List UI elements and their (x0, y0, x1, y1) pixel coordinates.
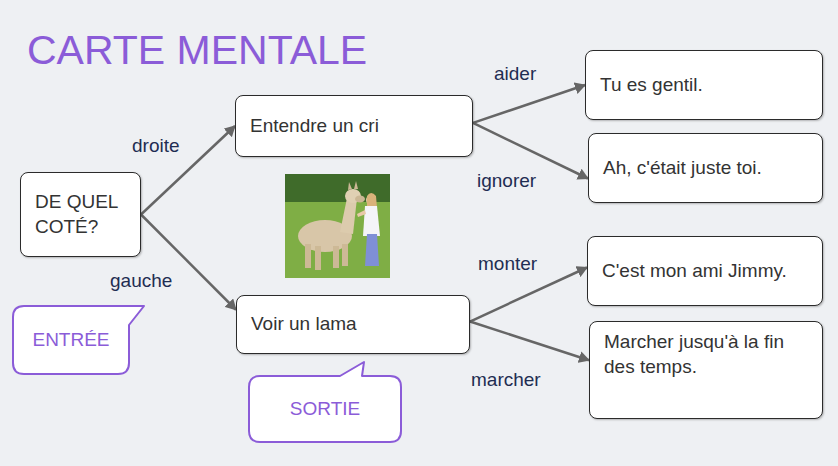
edge-label: monter (476, 253, 539, 276)
node-text: C'est mon ami Jimmy. (602, 259, 808, 284)
outcome-box: Ah, c'était juste toi. (588, 133, 823, 203)
edge-label: aider (492, 63, 538, 86)
diagram-title: CARTE MENTALE (27, 28, 367, 73)
node-text: Voir un lama (251, 312, 455, 337)
choice-box: Voir un lama (236, 295, 470, 354)
choice-box: Entendre un cri (235, 95, 473, 157)
node-text: Entendre un cri (250, 114, 458, 139)
start-box: DE QUEL COTÉ? (20, 172, 141, 257)
arrow-connector (473, 85, 585, 123)
llama-photo (285, 174, 390, 278)
node-text: Tu es gentil. (600, 73, 808, 98)
arrow-connector (470, 322, 589, 361)
outcome-box: Tu es gentil. (585, 50, 823, 120)
node-text: SORTIE (290, 398, 360, 420)
speech-bubble: ENTRÉE (12, 305, 130, 375)
node-text: ENTRÉE (32, 329, 109, 351)
edge-label: marcher (469, 369, 543, 392)
outcome-box: C'est mon ami Jimmy. (587, 236, 823, 306)
speech-bubble: SORTIE (248, 375, 402, 443)
node-text: Ah, c'était juste toi. (603, 156, 808, 181)
edge-label: droite (130, 135, 182, 158)
arrow-connector (141, 215, 236, 310)
outcome-box: Marcher jusqu'à la fin des temps. (589, 321, 823, 419)
edge-label: ignorer (475, 170, 538, 193)
edge-label: gauche (108, 270, 174, 293)
node-text: DE QUEL COTÉ? (35, 190, 126, 239)
node-text: Marcher jusqu'à la fin des temps. (604, 330, 808, 379)
